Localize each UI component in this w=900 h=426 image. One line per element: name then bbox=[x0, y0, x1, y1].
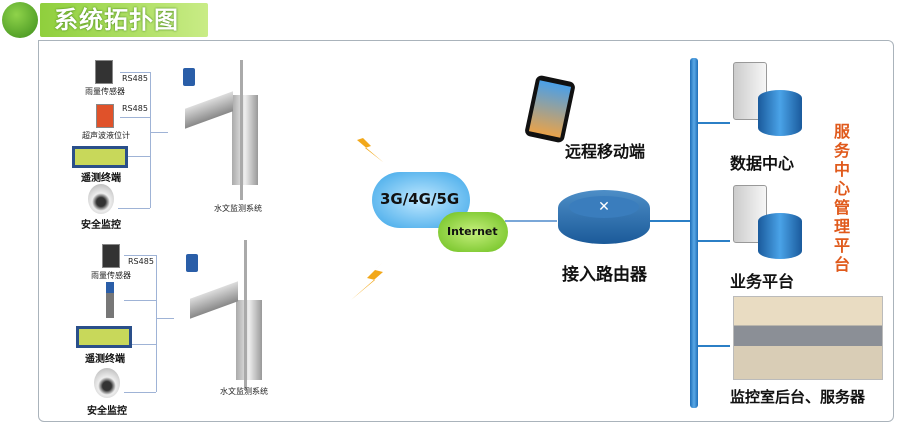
mast-icon bbox=[240, 60, 243, 200]
lightning-icon bbox=[343, 118, 383, 162]
lightning-icon bbox=[351, 250, 395, 300]
link-line bbox=[505, 220, 557, 222]
mobile-label: 远程移动端 bbox=[565, 142, 646, 161]
link-line bbox=[698, 122, 730, 124]
connector bbox=[156, 255, 157, 392]
rain-sensor-label: 雨量传感器 bbox=[85, 87, 125, 96]
camera-icon bbox=[88, 184, 114, 214]
monitor-room-image bbox=[733, 296, 883, 380]
database-icon bbox=[758, 213, 802, 259]
camera-icon bbox=[94, 368, 120, 398]
system-label: 水文监测系统 bbox=[214, 204, 262, 213]
connector bbox=[124, 392, 156, 393]
connector bbox=[118, 208, 150, 209]
connector bbox=[150, 72, 151, 208]
rs485-label: RS485 bbox=[122, 74, 148, 83]
internet-cloud-icon bbox=[438, 212, 508, 252]
router-icon: ✕ bbox=[558, 190, 650, 244]
camera-label: 安全监控 bbox=[81, 220, 121, 231]
radar-icon bbox=[186, 254, 198, 272]
connector bbox=[124, 255, 156, 256]
radar-level-icon bbox=[106, 282, 114, 318]
connector bbox=[132, 344, 156, 345]
connector bbox=[120, 117, 150, 118]
mast-icon bbox=[244, 240, 247, 390]
link-line bbox=[698, 345, 730, 347]
terminal-label: 遥测终端 bbox=[81, 173, 121, 184]
terminal-label: 遥测终端 bbox=[85, 354, 125, 365]
radar-icon bbox=[183, 68, 195, 86]
rs485-label: RS485 bbox=[128, 257, 154, 266]
connector bbox=[120, 72, 150, 73]
terminal-icon bbox=[76, 326, 132, 348]
network-bus bbox=[690, 58, 698, 408]
cloud-label: 3G/4G/5G bbox=[380, 190, 460, 208]
system-label: 水文监测系统 bbox=[220, 387, 268, 396]
connector bbox=[124, 300, 156, 301]
terminal-icon bbox=[72, 146, 128, 168]
station-box-icon bbox=[236, 300, 262, 380]
arrow bbox=[156, 318, 174, 319]
platform-title: 服务中心管理平台 bbox=[833, 122, 850, 274]
level-meter-icon bbox=[96, 104, 114, 128]
level-meter-label: 超声波液位计 bbox=[82, 131, 130, 140]
business-platform-label: 业务平台 bbox=[730, 272, 795, 291]
station-box-icon bbox=[232, 95, 258, 185]
page-title: 系统拓扑图 bbox=[40, 3, 208, 37]
rain-sensor-label: 雨量传感器 bbox=[91, 271, 131, 280]
wireless-signal-icons bbox=[343, 118, 395, 300]
diagram-frame bbox=[38, 40, 894, 422]
data-center-label: 数据中心 bbox=[730, 154, 795, 173]
internet-label: Internet bbox=[447, 225, 498, 238]
connector bbox=[128, 156, 150, 157]
link-line bbox=[650, 220, 692, 222]
header-dot bbox=[2, 2, 38, 38]
router-label: 接入路由器 bbox=[562, 265, 647, 285]
link-line bbox=[698, 240, 730, 242]
camera-label: 安全监控 bbox=[87, 406, 127, 417]
rain-sensor-icon bbox=[102, 244, 120, 268]
monitor-room-label: 监控室后台、服务器 bbox=[730, 388, 866, 406]
database-icon bbox=[758, 90, 802, 136]
rain-sensor-icon bbox=[95, 60, 113, 84]
rs485-label: RS485 bbox=[122, 104, 148, 113]
arrow bbox=[150, 132, 168, 133]
